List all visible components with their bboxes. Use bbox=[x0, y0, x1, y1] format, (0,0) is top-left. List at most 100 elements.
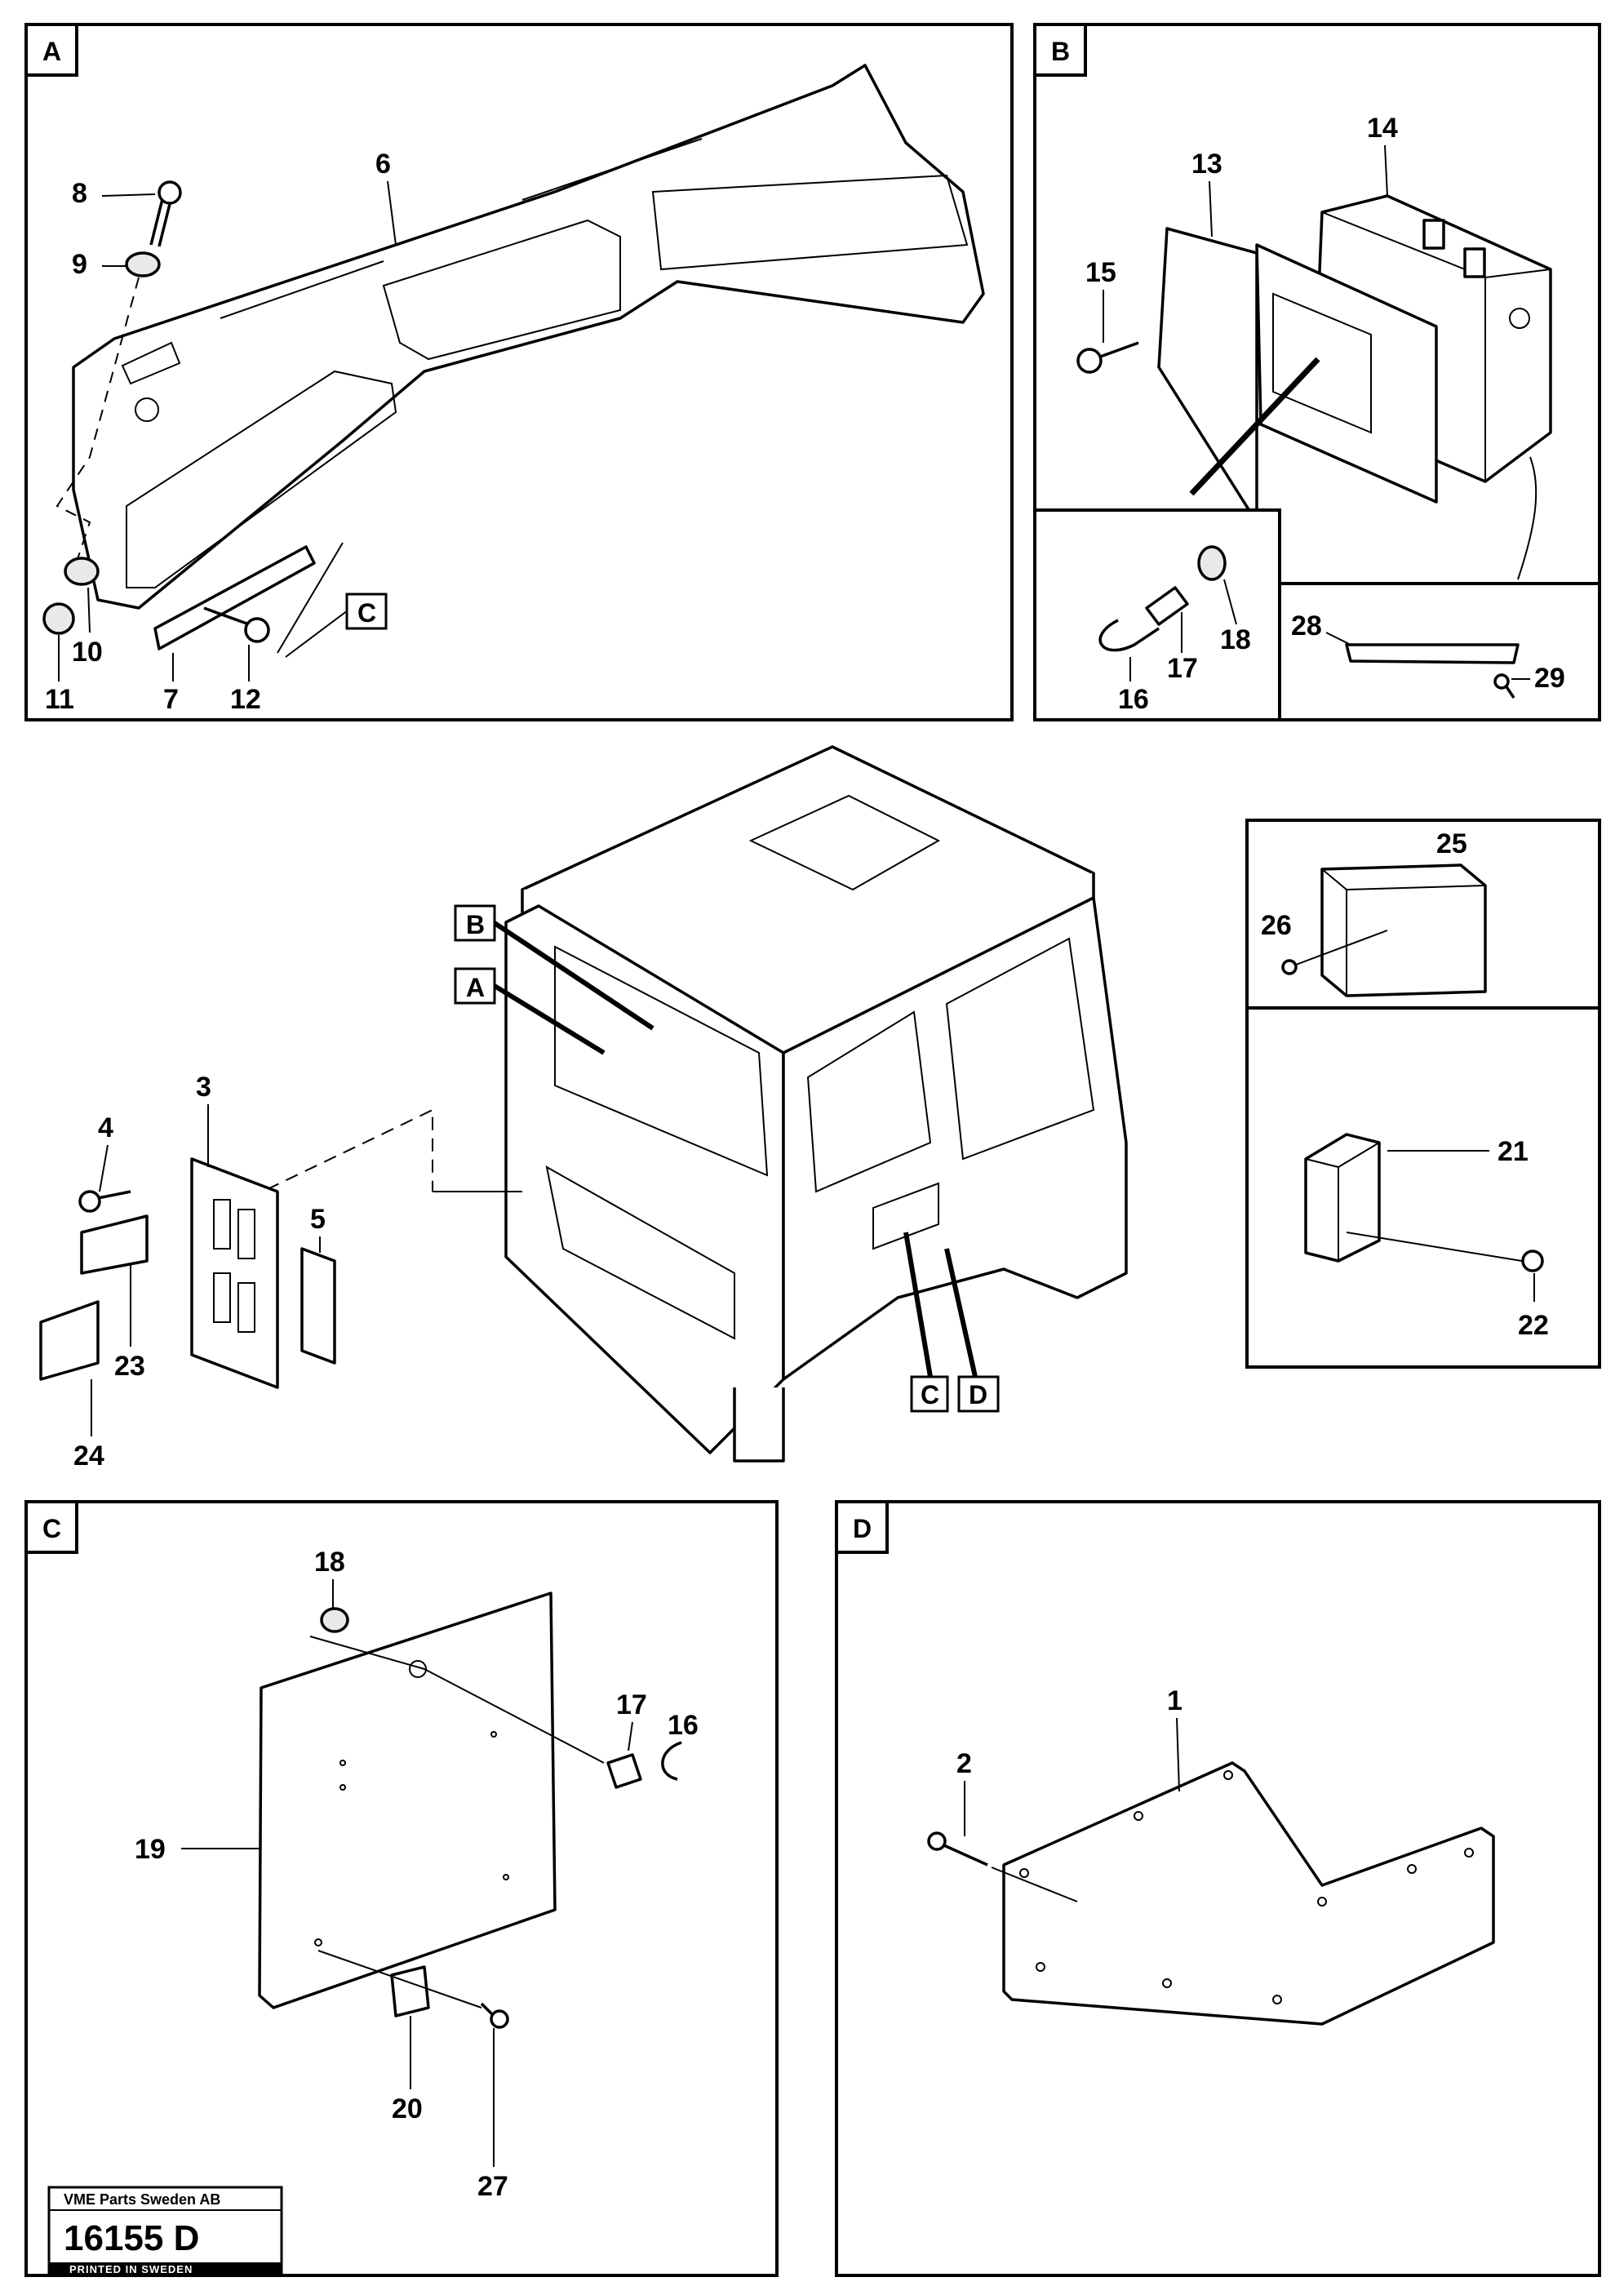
leader-26-line bbox=[1295, 930, 1388, 965]
cab-cover-c bbox=[872, 1182, 939, 1250]
panel-box-21: 21 22 bbox=[1245, 1006, 1601, 1369]
panel-d-hole-9 bbox=[1272, 1995, 1282, 2004]
dashboard-window-left bbox=[126, 370, 397, 588]
panel-d-hole-7 bbox=[1036, 1962, 1045, 1972]
cab-roof-hatch bbox=[748, 794, 941, 891]
gasket-5 bbox=[300, 1247, 336, 1365]
stamp-printed: PRINTED IN SWEDEN bbox=[69, 2263, 193, 2275]
stamp-number: 16155 D bbox=[64, 2218, 199, 2258]
panel-box-25: 25 26 bbox=[1245, 819, 1601, 1010]
hook-16c bbox=[661, 1741, 682, 1781]
screw-12-shank bbox=[203, 606, 250, 626]
panel-d-hole-4 bbox=[1317, 1897, 1327, 1907]
stamp-footer-bar bbox=[49, 2262, 282, 2275]
control-box-switch-1 bbox=[1422, 219, 1445, 250]
pin-2-head bbox=[927, 1831, 947, 1851]
cab-front-panel bbox=[545, 1165, 735, 1340]
cab-leg bbox=[733, 1387, 785, 1463]
panel-d-tag bbox=[835, 1500, 889, 1554]
leader-22-line bbox=[1346, 1232, 1523, 1262]
panel-d-hole-5 bbox=[1407, 1864, 1417, 1874]
latch-pin-17c bbox=[606, 1753, 642, 1789]
nut-11 bbox=[42, 602, 75, 635]
panel-c: C 18 17 16 19 20 27 VME Parts Sweden A bbox=[24, 1500, 779, 2277]
callout-17c: 17 bbox=[616, 1689, 647, 1720]
callout-12: 12 bbox=[230, 684, 261, 715]
dashboard-window-center bbox=[382, 219, 621, 361]
panel-b-tag bbox=[1033, 23, 1087, 77]
cover-dot-3 bbox=[339, 1784, 346, 1791]
ref-b-pointer bbox=[493, 921, 654, 1031]
ref-c-label-main: C bbox=[921, 1380, 939, 1409]
panel-b-inset-right bbox=[1278, 582, 1601, 721]
screw-15-head bbox=[1076, 348, 1103, 374]
callout-2: 2 bbox=[956, 1748, 972, 1779]
panel-d-hole-8 bbox=[1162, 1978, 1172, 1988]
ref-d-label: D bbox=[969, 1380, 987, 1409]
ref-a-box bbox=[454, 967, 496, 1005]
cover-dot-2 bbox=[490, 1731, 497, 1738]
leader-13 bbox=[1209, 180, 1213, 237]
strip-28 bbox=[1345, 643, 1520, 664]
cab-windshield bbox=[554, 945, 769, 1177]
ref-c-pointer bbox=[903, 1232, 933, 1378]
callout-27: 27 bbox=[477, 2171, 508, 2202]
leader-1 bbox=[1176, 1717, 1180, 1792]
bolt-8-head bbox=[158, 180, 182, 205]
callout-9: 9 bbox=[72, 249, 87, 280]
grille-slot-2 bbox=[237, 1209, 255, 1259]
leader-pin-axis bbox=[991, 1867, 1078, 1902]
vent-grille-3 bbox=[190, 1157, 279, 1389]
ref-c-box-a bbox=[345, 593, 388, 630]
hinge-20 bbox=[390, 1965, 430, 2018]
leader-4 bbox=[99, 1144, 109, 1192]
callout-26: 26 bbox=[1261, 910, 1292, 941]
cover-dot-4 bbox=[503, 1874, 509, 1880]
main-cab-assembly: B A C D 3 4 5 23 24 bbox=[39, 745, 1128, 1472]
panel-d-label: D bbox=[853, 1514, 872, 1543]
dashboard-slot-2 bbox=[521, 138, 703, 201]
dashboard-hole bbox=[135, 397, 159, 422]
callout-23: 23 bbox=[114, 1351, 145, 1382]
stamp-company: VME Parts Sweden AB bbox=[64, 2191, 220, 2208]
inset-pointer bbox=[1189, 357, 1320, 496]
ref-c-label-a: C bbox=[357, 598, 376, 628]
panel-c-tag bbox=[24, 1500, 78, 1554]
panel-d-hole-6 bbox=[1464, 1848, 1474, 1858]
ref-c-box-main bbox=[910, 1375, 949, 1413]
panel-b-label: B bbox=[1051, 37, 1070, 66]
callout-7: 7 bbox=[163, 684, 179, 715]
cover-plate bbox=[1255, 243, 1438, 504]
stamp-frame bbox=[47, 2186, 283, 2277]
leader-6 bbox=[387, 180, 397, 246]
callout-18c: 18 bbox=[314, 1547, 345, 1578]
leader-c-hinge bbox=[317, 1950, 482, 2009]
callout-18b: 18 bbox=[1220, 624, 1251, 655]
callout-13: 13 bbox=[1191, 149, 1222, 180]
screw-26 bbox=[1281, 959, 1298, 975]
ref-c-leaders bbox=[277, 542, 352, 658]
callout-20: 20 bbox=[392, 2093, 423, 2124]
storage-box-edges bbox=[1321, 868, 1486, 996]
ref-d-box bbox=[957, 1375, 1000, 1413]
floor-panel-1 bbox=[1002, 1761, 1495, 2026]
inset-arrow bbox=[1517, 456, 1537, 580]
callout-24: 24 bbox=[73, 1440, 104, 1472]
cover-plate-19 bbox=[258, 1591, 557, 2009]
holder-21 bbox=[1304, 1133, 1381, 1263]
panel-a-tag bbox=[24, 23, 78, 77]
latch-pin-17 bbox=[1145, 586, 1189, 626]
panel-a: A C 8 9 6 10 11 7 bbox=[24, 23, 1014, 721]
screw-4-head bbox=[78, 1190, 101, 1213]
washer-9 bbox=[125, 251, 161, 277]
clip-24 bbox=[39, 1300, 100, 1381]
cover-plate-opening bbox=[1272, 292, 1372, 434]
leader-17c bbox=[628, 1721, 633, 1751]
washer-18 bbox=[1197, 545, 1227, 581]
callout-8: 8 bbox=[72, 178, 87, 209]
screw-22 bbox=[1521, 1250, 1544, 1272]
leader-8 bbox=[101, 193, 156, 197]
callout-29: 29 bbox=[1534, 663, 1565, 694]
ref-a-label: A bbox=[466, 973, 485, 1002]
